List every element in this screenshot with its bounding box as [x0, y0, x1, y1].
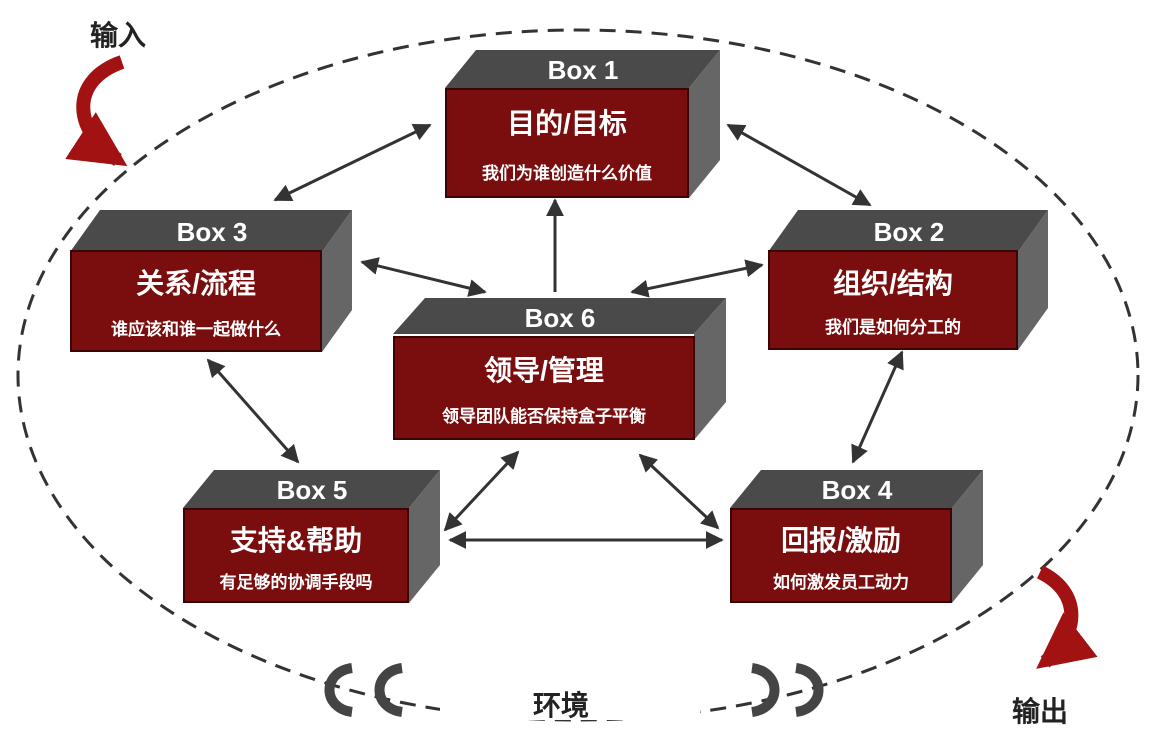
arrow-box6-box4	[638, 453, 720, 530]
environment-boundary	[16, 28, 1140, 722]
cycle-arrow-right-2-icon	[794, 663, 824, 717]
arrow-box3-box5	[206, 358, 300, 464]
box-4: Box 4 回报/激励 如何激发员工动力	[730, 472, 984, 603]
environment-cycle-icons	[324, 663, 824, 717]
environment-label: 环境	[533, 690, 590, 721]
box-6-subtitle: 领导团队能否保持盒子平衡	[442, 407, 646, 427]
box-6-title: 领导/管理	[484, 354, 604, 386]
box-4-title: 回报/激励	[781, 524, 901, 556]
box-2-front: 组织/结构 我们是如何分工的	[768, 250, 1018, 350]
box-5: Box 5 支持&帮助 有足够的协调手段吗	[183, 472, 441, 603]
box-6-header: Box 6	[524, 302, 596, 333]
box-6: Box 6 领导/管理 领导团队能否保持盒子平衡	[393, 300, 727, 440]
box-5-title: 支持&帮助	[229, 524, 363, 556]
relation-arrows	[206, 123, 904, 549]
box-4-subtitle: 如何激发员工动力	[773, 572, 909, 592]
box-4-front: 回报/激励 如何激发员工动力	[730, 508, 952, 603]
output-label: 输出	[1012, 696, 1069, 727]
box-3-subtitle: 谁应该和谁一起做什么	[111, 319, 281, 339]
box-1-header: Box 1	[547, 54, 619, 85]
cycle-arrow-right-1-icon	[750, 663, 780, 717]
input-label: 输入	[90, 20, 147, 51]
box-3: Box 3 关系/流程 谁应该和谁一起做什么	[70, 214, 354, 352]
box-4-header: Box 4	[821, 474, 893, 505]
output-arrow-icon	[1036, 565, 1098, 669]
box-5-header: Box 5	[276, 474, 348, 505]
box-1-subtitle: 我们为谁创造什么价值	[482, 163, 652, 183]
arrow-box6-box5	[443, 450, 520, 532]
cycle-arrow-left-1-icon	[324, 663, 354, 717]
box-1-title: 目的/目标	[507, 108, 627, 140]
box-6-front: 领导/管理 领导团队能否保持盒子平衡	[393, 336, 695, 440]
arrow-box1-box2	[726, 123, 872, 207]
box-3-title: 关系/流程	[136, 268, 256, 300]
arrow-box1-box3	[273, 123, 432, 202]
arrow-box2-box4	[851, 350, 904, 464]
box-5-subtitle: 有足够的协调手段吗	[219, 572, 373, 592]
input-arrow-icon	[65, 55, 128, 167]
cycle-arrow-left-2-icon	[374, 663, 404, 717]
box-2-header: Box 2	[873, 216, 945, 247]
box-5-front: 支持&帮助 有足够的协调手段吗	[183, 508, 409, 603]
box-1-front: 目的/目标 我们为谁创造什么价值	[445, 88, 689, 198]
arrow-box3-box6	[360, 257, 487, 297]
box-1: Box 1 目的/目标 我们为谁创造什么价值	[445, 52, 721, 198]
box-2-title: 组织/结构	[833, 267, 953, 299]
box-3-front: 关系/流程 谁应该和谁一起做什么	[70, 250, 322, 352]
box-2: Box 2 组织/结构 我们是如何分工的	[768, 214, 1050, 350]
box-shapes	[70, 50, 1048, 603]
arrow-box2-box6	[630, 259, 764, 298]
box-2-subtitle: 我们是如何分工的	[825, 318, 961, 338]
box-3-header: Box 3	[176, 216, 248, 247]
